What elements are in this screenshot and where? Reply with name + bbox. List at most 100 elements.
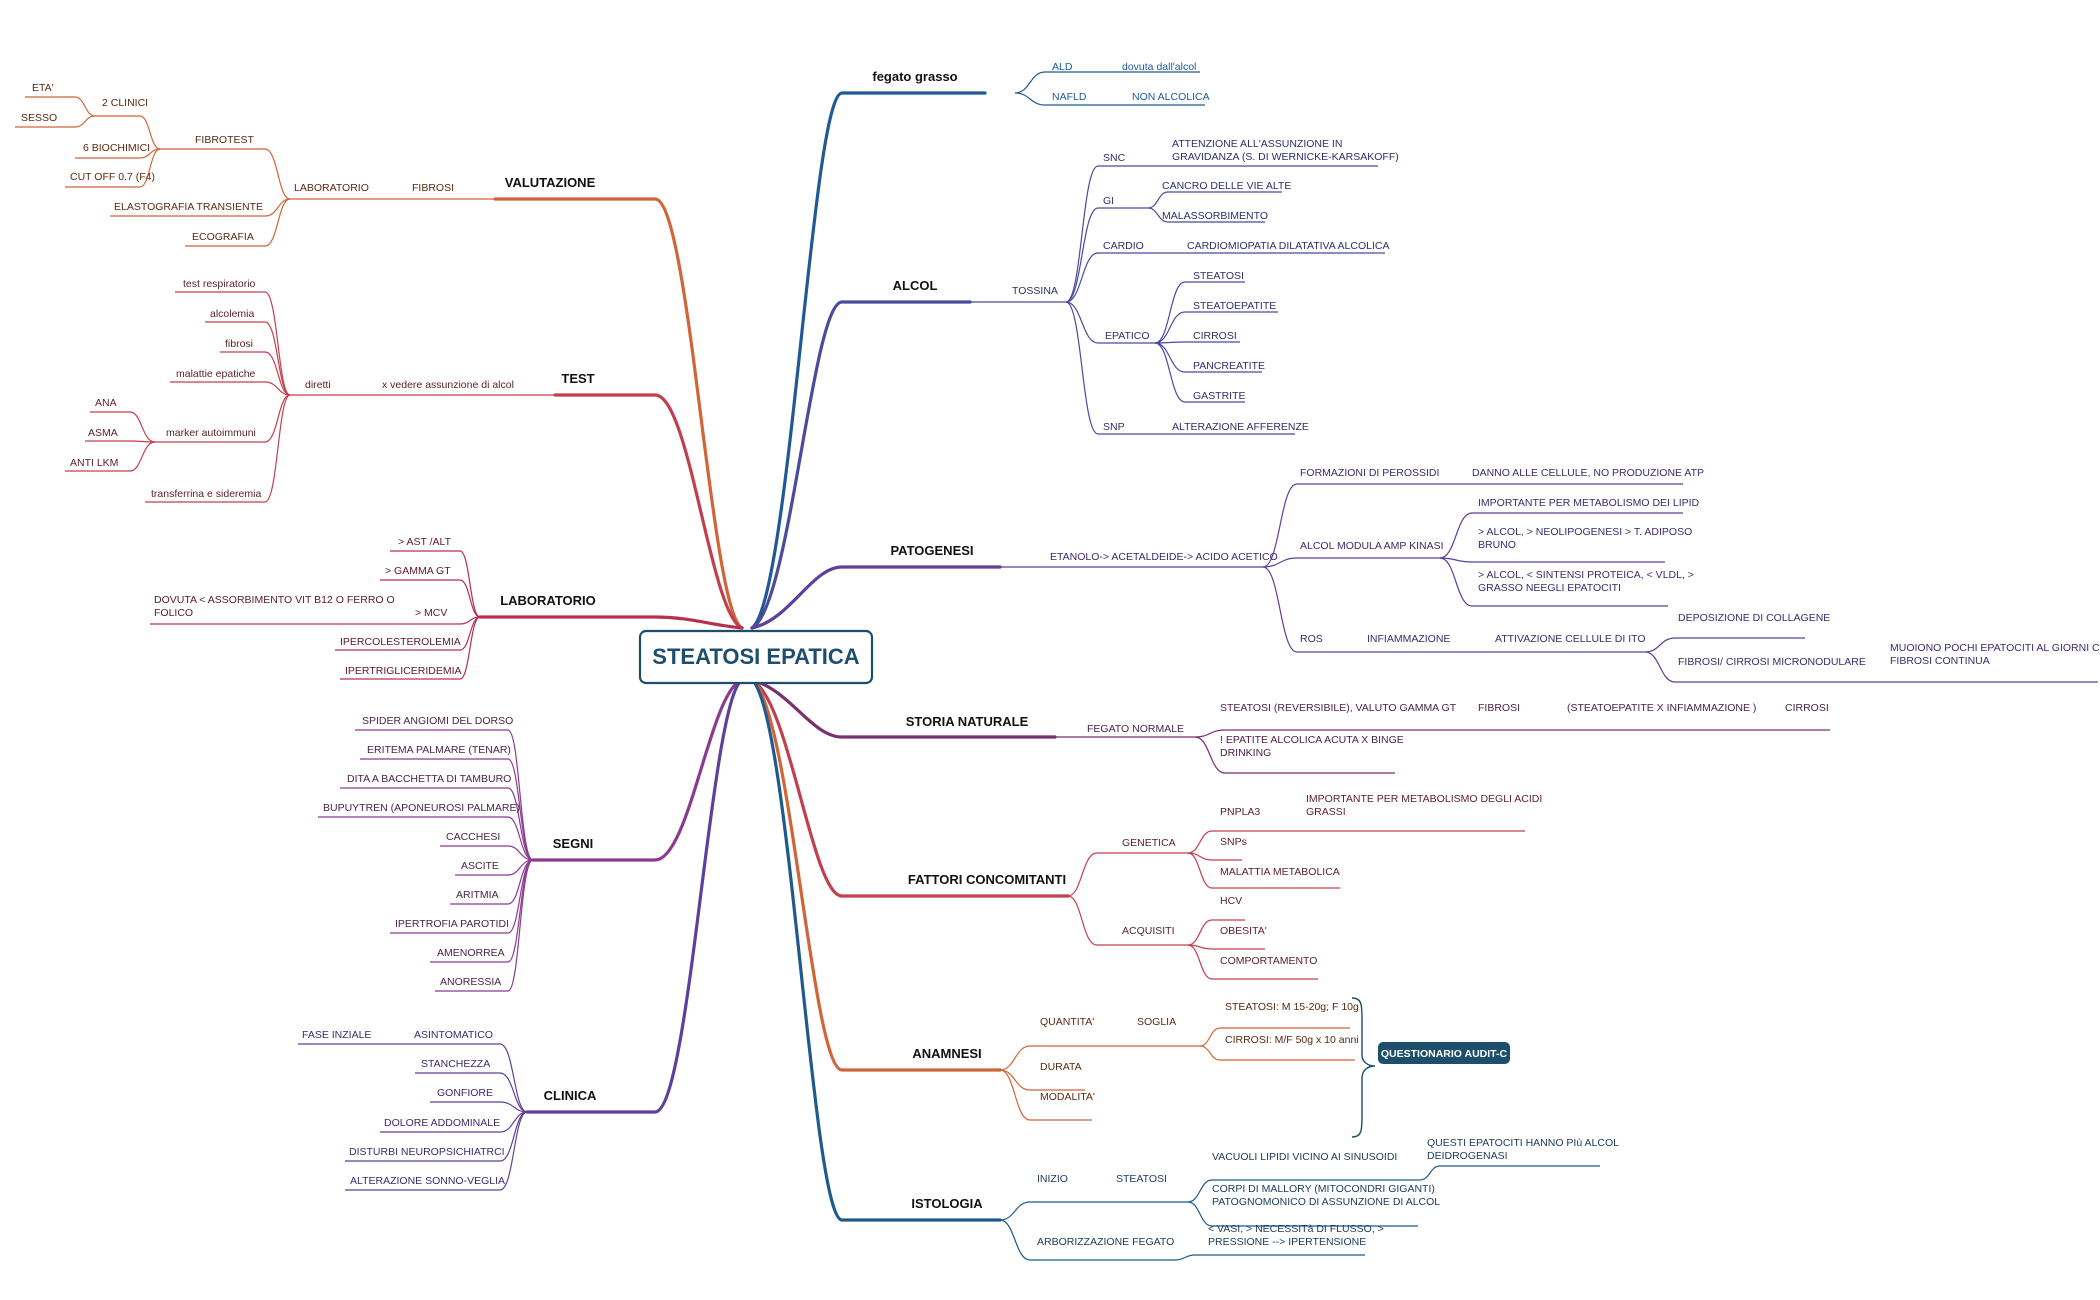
node-dovuta-1[interactable]: DOVUTA < ASSORBIMENTO VIT B12 O FERRO O [154, 594, 395, 606]
node-inizio[interactable]: INIZIO [1037, 1173, 1068, 1185]
node-epatico-cirrosi[interactable]: CIRROSI [1193, 330, 1237, 342]
node-gi[interactable]: GI [1103, 195, 1114, 207]
node-cardio-desc[interactable]: CARDIOMIOPATIA DILATATIVA ALCOLICA [1187, 240, 1389, 252]
node-danno[interactable]: DANNO ALLE CELLULE, NO PRODUZIONE ATP [1472, 467, 1704, 479]
node-xvedere[interactable]: x vedere assunzione di alcol [382, 379, 514, 391]
node-storia-cirrosi[interactable]: CIRROSI [1785, 702, 1829, 714]
node-segno-parotidi[interactable]: IPERTROFIA PAROTIDI [395, 918, 509, 930]
node-6-biochimici[interactable]: 6 BIOCHIMICI [83, 142, 150, 154]
node-soglia-cirrosi[interactable]: CIRROSI: M/F 50g x 10 anni [1225, 1034, 1359, 1046]
node-ipertrigliceridemia[interactable]: IPERTRIGLICERIDEMIA [345, 665, 462, 677]
node-test-fibrosi[interactable]: fibrosi [225, 338, 253, 350]
node-test[interactable]: TEST [561, 371, 594, 386]
node-malattia-metabolica[interactable]: MALATTIA METABOLICA [1220, 866, 1340, 878]
node-segni[interactable]: SEGNI [553, 836, 593, 851]
node-test-respiratorio[interactable]: test respiratorio [183, 278, 256, 290]
node-elastografia[interactable]: ELASTOGRAFIA TRANSIENTE [114, 201, 263, 213]
node-snc-desc-1[interactable]: ATTENZIONE ALL'ASSUNZIONE IN [1172, 138, 1342, 150]
node-sesso[interactable]: SESSO [21, 112, 57, 124]
node-genetica[interactable]: GENETICA [1122, 837, 1176, 849]
node-valutazione[interactable]: VALUTAZIONE [505, 175, 596, 190]
node-asma[interactable]: ASMA [88, 427, 118, 439]
node-snc-desc-2[interactable]: GRAVIDANZA (S. DI WERNICKE-KARSAKOFF) [1172, 151, 1399, 163]
node-epatite-1[interactable]: ! EPATITE ALCOLICA ACUTA X BINGE [1220, 734, 1404, 746]
node-arborizzazione[interactable]: ARBORIZZAZIONE FEGATO [1037, 1236, 1174, 1248]
node-ros[interactable]: ROS [1300, 633, 1323, 645]
node-istologia[interactable]: ISTOLOGIA [911, 1196, 983, 1211]
node-storia-steatosi[interactable]: STEATOSI (REVERSIBILE), VALUTO GAMMA GT [1220, 702, 1457, 714]
node-fattori-concomitanti[interactable]: FATTORI CONCOMITANTI [908, 872, 1066, 887]
node-modalita[interactable]: MODALITA' [1040, 1091, 1095, 1103]
node-amp-2b[interactable]: BRUNO [1478, 539, 1516, 551]
node-2-clinici[interactable]: 2 CLINICI [102, 97, 148, 109]
node-ana[interactable]: ANA [95, 397, 117, 409]
node-ald[interactable]: ALD [1052, 61, 1073, 73]
node-malattie-epatiche[interactable]: malattie epatiche [176, 368, 256, 380]
node-segno-eritema[interactable]: ERITEMA PALMARE (TENAR) [367, 744, 511, 756]
node-nafld[interactable]: NAFLD [1052, 91, 1087, 103]
node-vacuoli[interactable]: VACUOLI LIPIDI VICINO AI SINUSOIDI [1212, 1151, 1397, 1163]
node-segno-amenorrea[interactable]: AMENORREA [437, 947, 505, 959]
node-dovuta-2[interactable]: FOLICO [154, 607, 193, 619]
node-val-fibrosi[interactable]: FIBROSI [412, 182, 454, 194]
node-vasi-2[interactable]: PRESSIONE --> IPERTENSIONE [1208, 1236, 1366, 1248]
node-pnpla3[interactable]: PNPLA3 [1220, 806, 1260, 818]
node-etanolo[interactable]: ETANOLO-> ACETALDEIDE-> ACIDO ACETICO [1050, 551, 1278, 563]
node-muoiono-2[interactable]: FIBROSI CONTINUA [1890, 655, 1990, 667]
node-stanchezza[interactable]: STANCHEZZA [421, 1058, 490, 1070]
node-nafld-desc[interactable]: NON ALCOLICA [1132, 91, 1210, 103]
node-questi-2[interactable]: DEIDROGENASI [1427, 1150, 1508, 1162]
node-disturbi[interactable]: DISTURBI NEUROPSICHIATRCI [349, 1146, 505, 1158]
node-eta[interactable]: ETA' [32, 82, 54, 94]
node-fase-iniziale[interactable]: FASE INZIALE [302, 1029, 371, 1041]
node-alcolemia[interactable]: alcolemia [210, 308, 255, 320]
node-acquisiti[interactable]: ACQUISITI [1122, 925, 1175, 937]
node-snc[interactable]: SNC [1103, 152, 1126, 164]
questionario-audit-c[interactable]: QUESTIONARIO AUDIT-C [1378, 1042, 1510, 1064]
node-ast-alt[interactable]: > AST /ALT [398, 536, 452, 548]
node-ald-desc[interactable]: dovuta dall'alcol [1122, 61, 1196, 73]
node-epatite-2[interactable]: DRINKING [1220, 747, 1271, 759]
node-perossidi[interactable]: FORMAZIONI DI PEROSSIDI [1300, 467, 1439, 479]
node-segno-aritmia[interactable]: ARITMIA [456, 889, 499, 901]
node-diretti[interactable]: diretti [305, 379, 331, 391]
node-anti-lkm[interactable]: ANTI LKM [70, 457, 118, 469]
node-soglia-steatosi[interactable]: STEATOSI: M 15-20g; F 10g [1225, 1001, 1359, 1013]
node-amp-3a[interactable]: > ALCOL, < SINTENSI PROTEICA, < VLDL, > [1478, 569, 1694, 581]
node-quantita[interactable]: QUANTITA' [1040, 1016, 1094, 1028]
node-cutoff[interactable]: CUT OFF 0.7 (F4) [70, 171, 155, 183]
node-asintomatico[interactable]: ASINTOMATICO [414, 1029, 493, 1041]
node-mallory-2[interactable]: PATOGNOMONICO DI ASSUNZIONE DI ALCOL [1212, 1196, 1440, 1208]
node-ecografia[interactable]: ECOGRAFIA [192, 231, 254, 243]
node-segno-anoressia[interactable]: ANORESSIA [440, 976, 501, 988]
node-obesita[interactable]: OBESITA' [1220, 925, 1267, 937]
node-val-laboratorio[interactable]: LABORATORIO [294, 182, 369, 194]
node-fegato-grasso[interactable]: fegato grasso [872, 69, 957, 84]
node-marker-autoimmuni[interactable]: marker autoimmuni [166, 427, 256, 439]
node-snp-desc[interactable]: ALTERAZIONE AFFERENZE [1172, 421, 1309, 433]
node-soglia[interactable]: SOGLIA [1137, 1016, 1176, 1028]
node-collagene[interactable]: DEPOSIZIONE DI COLLAGENE [1678, 612, 1830, 624]
node-snp[interactable]: SNP [1103, 421, 1125, 433]
node-questi-1[interactable]: QUESTI EPATOCITI HANNO PIù ALCOL [1427, 1137, 1619, 1149]
node-clinica[interactable]: CLINICA [544, 1088, 597, 1103]
node-hcv[interactable]: HCV [1220, 895, 1242, 907]
node-segno-ascite[interactable]: ASCITE [461, 860, 499, 872]
node-storia-fibrosi[interactable]: FIBROSI [1478, 702, 1520, 714]
node-epatico-gastrite[interactable]: GASTRITE [1193, 390, 1246, 402]
node-tossina[interactable]: TOSSINA [1012, 285, 1058, 297]
node-infiammazione[interactable]: INFIAMMAZIONE [1367, 633, 1450, 645]
node-amp-2a[interactable]: > ALCOL, > NEOLIPOGENESI > T. ADIPOSO [1478, 526, 1692, 538]
node-segno-spider[interactable]: SPIDER ANGIOMI DEL DORSO [362, 715, 513, 727]
node-amp-kinasi[interactable]: ALCOL MODULA AMP KINASI [1300, 540, 1444, 552]
node-fibrosi-cirrosi[interactable]: FIBROSI/ CIRROSI MICRONODULARE [1678, 656, 1866, 668]
node-fegato-normale[interactable]: FEGATO NORMALE [1087, 723, 1184, 735]
node-vasi-1[interactable]: < VASI, > NECESSITà DI FLUSSO, > [1208, 1223, 1384, 1235]
node-epatico-steatoepatite[interactable]: STEATOEPATITE [1193, 300, 1276, 312]
node-amp-3b[interactable]: GRASSO NEEGLI EPATOCITI [1478, 582, 1621, 594]
node-muoiono-1[interactable]: MUOIONO POCHI EPATOCITI AL GIORNI CON [1890, 642, 2100, 654]
node-ipercolesterolemia[interactable]: IPERCOLESTEROLEMIA [340, 636, 461, 648]
node-cardio[interactable]: CARDIO [1103, 240, 1144, 252]
node-pnpla3-desc-2[interactable]: GRASSI [1306, 806, 1346, 818]
node-transferrina[interactable]: transferrina e sideremia [151, 488, 261, 500]
